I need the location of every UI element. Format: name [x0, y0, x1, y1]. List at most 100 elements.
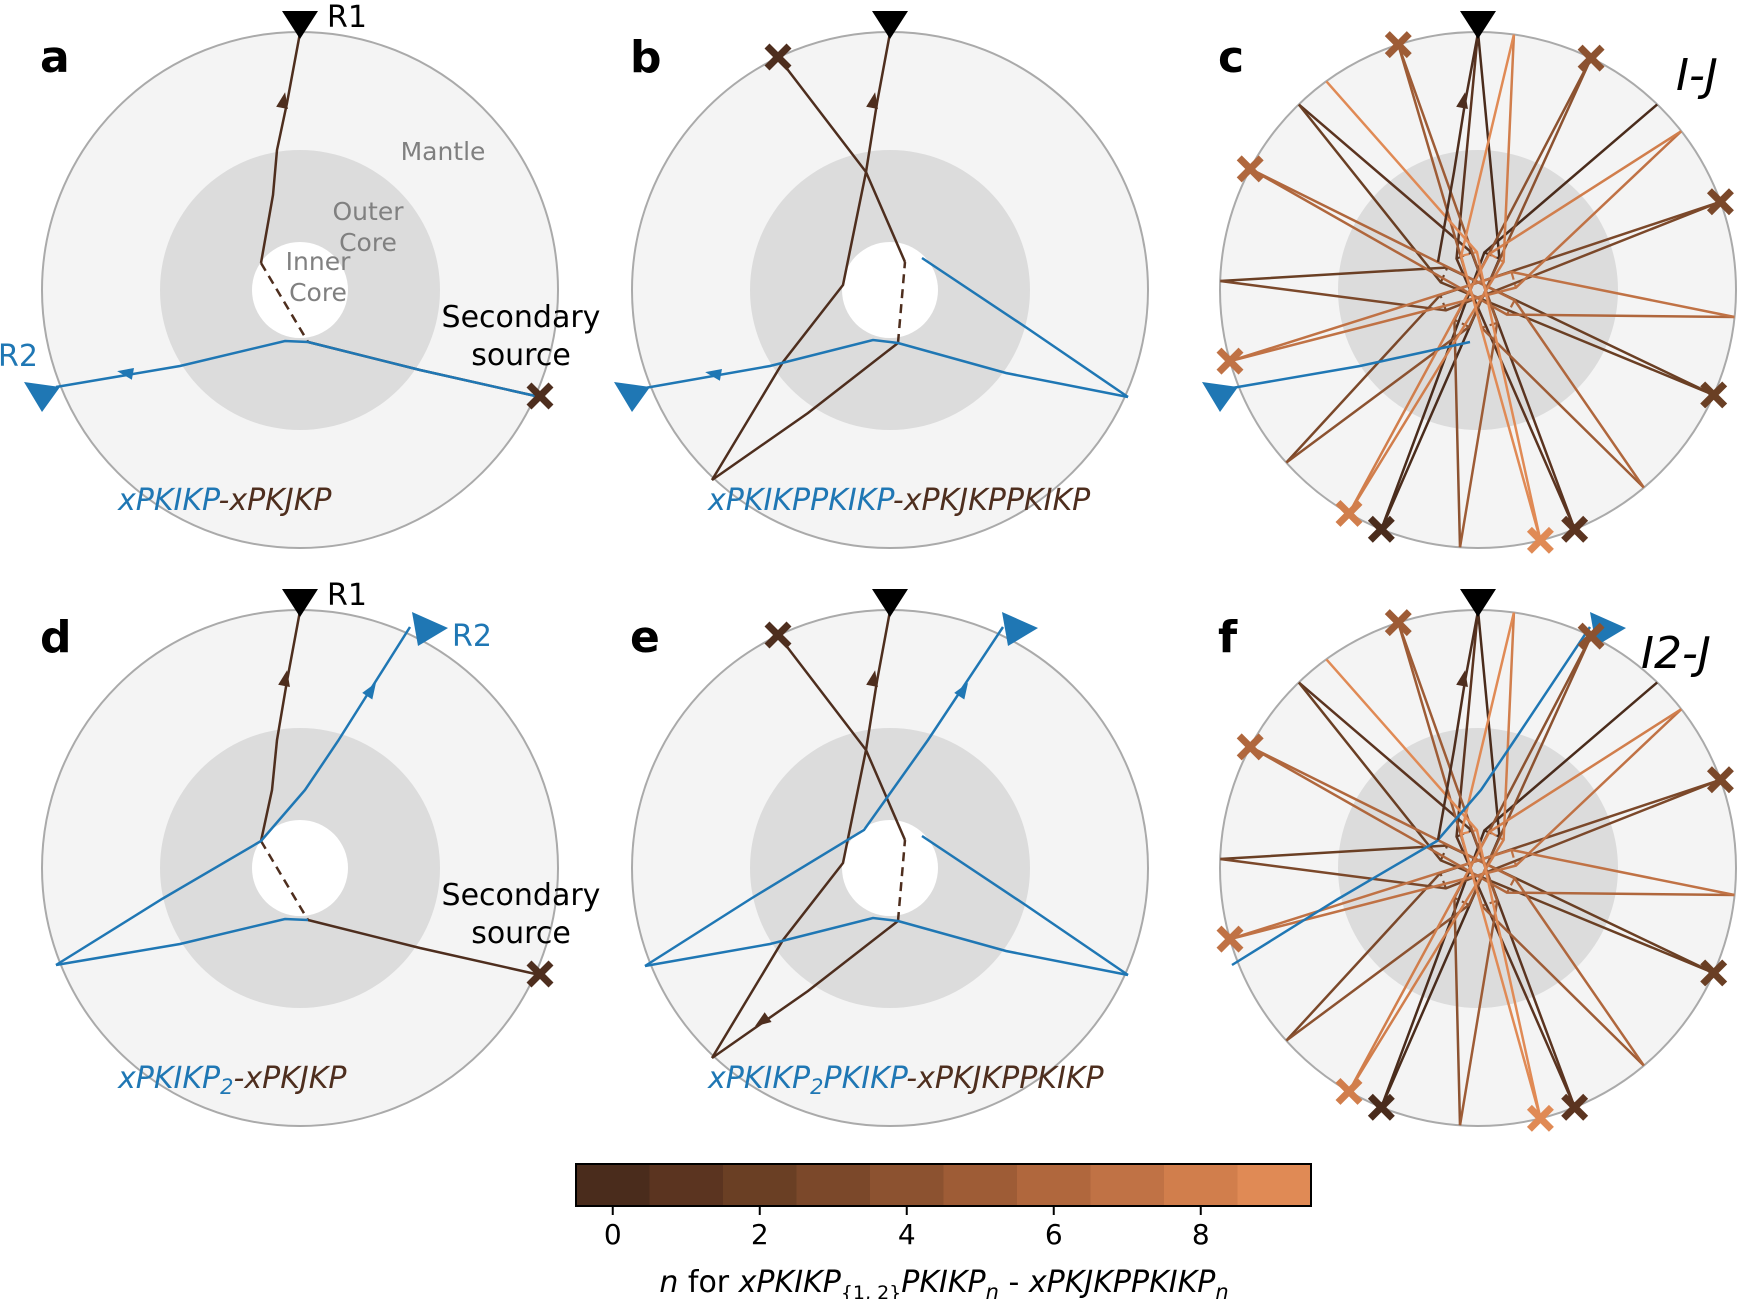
colorbar-bin — [943, 1164, 1018, 1206]
secondary-source-icon — [526, 960, 554, 988]
cross-source-icon — [1561, 1093, 1589, 1121]
panel-c: I-J c — [1202, 11, 1737, 554]
colorbar-bin — [796, 1164, 871, 1206]
star-ray-fan — [1220, 32, 1735, 548]
arrow-head-icon — [1456, 670, 1468, 688]
inner-core-leg — [1481, 899, 1498, 907]
receiver-icon — [1460, 589, 1496, 617]
arrow-head-icon — [954, 682, 968, 700]
pkikp2-ray — [55, 917, 309, 967]
colorbar-bins — [576, 1164, 1312, 1206]
phase-label: xPKIKP-xPKJKP — [117, 483, 332, 518]
inner-core — [842, 820, 938, 916]
pkjkp-ray — [259, 32, 302, 264]
cross-source-icon — [1577, 44, 1605, 72]
inner-core-leg — [1456, 829, 1473, 838]
inner-core — [252, 242, 348, 338]
panel-label: d — [40, 612, 72, 663]
cross-source-icon — [1700, 381, 1728, 409]
pkikp-ray — [55, 339, 541, 399]
pkjkp-ray-inner-core-leg — [259, 262, 310, 343]
arrow-head-icon — [705, 368, 722, 381]
cross-source-icon — [1335, 499, 1363, 527]
inner-core — [842, 242, 938, 338]
receiver-r2-icon — [1590, 612, 1626, 646]
mantle-label: Mantle — [401, 137, 486, 166]
inner-core-leg — [1439, 267, 1449, 283]
receiver-r1-icon — [282, 589, 318, 617]
pkjkp-ray-outer-leg — [307, 918, 541, 977]
receiver-r2-label: R2 — [452, 619, 492, 654]
inner-core — [252, 820, 348, 916]
arrow-head-icon — [754, 1012, 772, 1027]
colorbar-bin — [1017, 1164, 1091, 1206]
inner-core-leg — [1510, 271, 1517, 288]
cross-source-icon — [1236, 733, 1264, 761]
pkikp-ray — [644, 338, 1129, 399]
receiver-r1-label: R1 — [327, 578, 367, 613]
arrow-head-icon — [276, 92, 288, 110]
inner-core-leg — [1483, 829, 1500, 838]
cross-source-icon — [1526, 526, 1554, 554]
pkjkp-ray — [710, 610, 892, 1059]
cross-source-icon — [1561, 515, 1589, 543]
receiver-r2-icon — [1202, 382, 1238, 412]
outer-core-label-1: Outer — [333, 197, 405, 226]
cross-source-icon — [1577, 622, 1605, 650]
cross-source-icon — [1706, 188, 1734, 216]
colorbar-bin — [870, 1164, 944, 1206]
secondary-source-label-1: Secondary — [442, 300, 601, 335]
colorbar-tick-label: 0 — [604, 1218, 622, 1251]
cross-source-icon — [1236, 155, 1264, 183]
colorbar-bin — [1090, 1164, 1165, 1206]
panel-title: I2-J — [1641, 628, 1711, 679]
colorbar-bin — [1237, 1164, 1312, 1206]
pkjkp-ray-third-leg — [777, 56, 907, 263]
pkjkp-ray — [1436, 610, 1480, 841]
inner-core-label-2: Core — [289, 278, 347, 307]
colorbar-bin — [576, 1164, 650, 1206]
inner-core-leg — [1453, 318, 1470, 328]
pkjkp-ray — [259, 610, 302, 842]
source-markers — [1216, 31, 1734, 554]
cross-source-icon — [1367, 1093, 1395, 1121]
source-icon — [764, 621, 792, 649]
inner-core-leg — [1453, 896, 1470, 906]
pkjkp-ray — [710, 32, 892, 481]
secondary-source-label-1: Secondary — [442, 878, 601, 913]
pkikp2-ray — [1231, 626, 1592, 967]
pkjkp-ray-inner-core-leg — [259, 840, 310, 921]
star-ray-fan — [1220, 610, 1735, 1126]
secondary-source-label-2: source — [471, 916, 571, 951]
arrow-head-icon — [866, 670, 878, 688]
pkjkp-ray-third-leg — [777, 634, 907, 841]
cross-source-icon — [1384, 609, 1412, 637]
colorbar-tick-label: 8 — [1192, 1218, 1210, 1251]
colorbar-tick-label: 6 — [1045, 1218, 1063, 1251]
pkikp2-ray-second-leg — [55, 626, 412, 967]
receiver-r1-label: R1 — [327, 0, 367, 35]
panel-label: c — [1218, 32, 1244, 83]
receiver-r2-icon — [1002, 612, 1038, 646]
cross-source-icon — [1700, 959, 1728, 987]
inner-core-leg — [1488, 252, 1505, 263]
receiver-icon — [872, 589, 908, 617]
source-markers — [1216, 609, 1734, 1132]
cross-source-icon — [1216, 347, 1244, 375]
inner-core-leg — [1483, 251, 1500, 260]
inner-core-leg — [1460, 828, 1478, 836]
cross-source-icon — [1526, 1104, 1554, 1132]
colorbar-tick-label: 4 — [898, 1218, 916, 1251]
pkjkp-ray-inner-core-leg — [896, 261, 907, 344]
panel-e: xPKIKP2PKIKP-xPKJKPPKIKP e — [630, 589, 1149, 1127]
panel-label: a — [40, 32, 70, 83]
inner-core-label-1: Inner — [286, 247, 351, 276]
arrow-head-icon — [362, 682, 376, 700]
receiver-r2-label: R2 — [0, 339, 38, 374]
pkjkp-ray-inner-core-leg — [896, 839, 907, 922]
secondary-source-label-2: source — [471, 338, 571, 373]
inner-core-leg — [1460, 250, 1478, 258]
panel-f: I2-J f — [1216, 589, 1737, 1132]
